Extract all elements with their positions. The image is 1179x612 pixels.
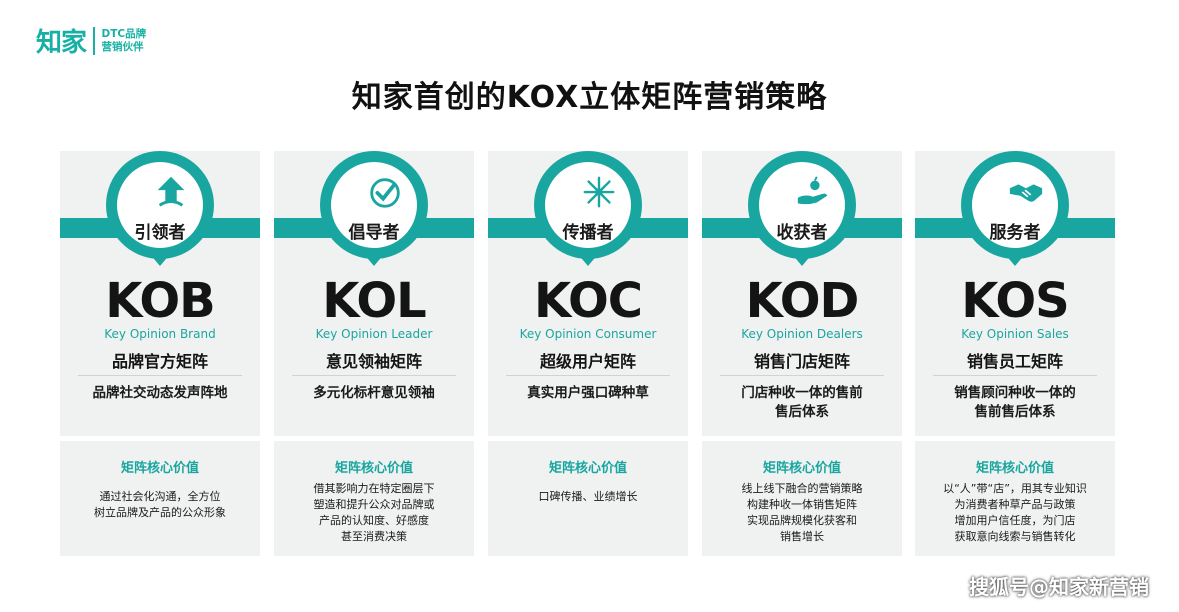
check-target-icon xyxy=(370,178,400,208)
kox-code: KOD xyxy=(745,273,860,329)
hand-harvest-icon xyxy=(797,176,828,205)
core-value-title: 矩阵核心价值 xyxy=(548,461,627,476)
card-kos: 服务者 KOS Key Opinion Sales 销售员工矩阵 销售顾问种收一… xyxy=(915,151,1115,556)
divider xyxy=(933,375,1097,376)
divider xyxy=(292,375,456,376)
role-badge: 收获者 xyxy=(748,151,856,266)
logo-tagline-line1: DTC品牌 xyxy=(101,27,147,40)
core-value-box: 矩阵核心价值 口碑传播、业绩增长 xyxy=(488,441,688,556)
matrix-description: 真实用户强口碑种草 xyxy=(527,385,649,401)
kox-code: KOL xyxy=(322,273,426,329)
role-label: 收获者 xyxy=(776,223,828,243)
kox-english: Key Opinion Sales xyxy=(961,327,1069,341)
core-value-box: 矩阵核心价值 通过社会化沟通，全方位 树立品牌及产品的公众形象 xyxy=(60,441,260,556)
role-label: 传播者 xyxy=(562,223,614,243)
page-title: 知家首创的KOX立体矩阵营销策略 xyxy=(351,80,828,115)
spread-arrows-icon xyxy=(583,176,615,208)
kox-code: KOC xyxy=(533,273,643,329)
core-value-box: 矩阵核心价值 借其影响力在特定圈层下 塑造和提升公众对品牌或 产品的认知度、好感… xyxy=(274,441,474,556)
role-label: 服务者 xyxy=(989,223,1041,243)
kox-english: Key Opinion Leader xyxy=(315,327,433,341)
card-kob: 引领者 KOB Key Opinion Brand 品牌官方矩阵 品牌社交动态发… xyxy=(60,151,260,556)
matrix-name: 意见领袖矩阵 xyxy=(325,352,422,371)
kox-code: KOS xyxy=(961,273,1069,329)
logo-wordmark: 知家 xyxy=(36,28,87,58)
core-value-box: 矩阵核心价值 线上线下融合的营销策略 构建种收一体销售矩阵 实现品牌规模化获客和… xyxy=(702,441,902,556)
arrow-up-icon xyxy=(157,176,185,207)
kox-code: KOB xyxy=(105,273,215,329)
core-value-box: 矩阵核心价值 以“人”带“店”，用其专业知识 为消费者种草产品与政策 增加用户信… xyxy=(915,441,1115,556)
kox-english: Key Opinion Brand xyxy=(104,327,216,341)
logo-tagline: DTC品牌 营销伙伴 xyxy=(102,28,147,54)
card-kod: 收获者 KOD Key Opinion Dealers 销售门店矩阵 门店种收一… xyxy=(702,151,902,556)
matrix-name: 超级用户矩阵 xyxy=(539,352,636,371)
core-value-text: 以“人”带“店”，用其专业知识 为消费者种草产品与政策 增加用户信任度，为门店 … xyxy=(943,482,1087,543)
core-value-title: 矩阵核心价值 xyxy=(120,461,199,476)
card-kol: 倡导者 KOL Key Opinion Leader 意见领袖矩阵 多元化标杆意… xyxy=(274,151,474,556)
logo-tagline-line2: 营销伙伴 xyxy=(101,40,144,53)
core-value-text: 口碑传播、业绩增长 xyxy=(538,490,638,503)
matrix-name: 销售门店矩阵 xyxy=(753,352,850,371)
role-badge: 引领者 xyxy=(106,151,214,266)
divider xyxy=(506,375,670,376)
core-value-text: 通过社会化沟通，全方位 树立品牌及产品的公众形象 xyxy=(94,490,226,519)
matrix-description: 门店种收一体的售前 售后体系 xyxy=(741,385,863,420)
core-value-text: 借其影响力在特定圈层下 塑造和提升公众对品牌或 产品的认知度、好感度 甚至消费决… xyxy=(313,482,435,543)
matrix-description: 品牌社交动态发声阵地 xyxy=(92,385,228,401)
kox-english: Key Opinion Dealers xyxy=(741,327,863,341)
divider xyxy=(720,375,884,376)
matrix-description: 销售顾问种收一体的 售前售后体系 xyxy=(954,385,1076,420)
card-koc: 传播者 KOC Key Opinion Consumer 超级用户矩阵 真实用户… xyxy=(488,151,688,556)
brand-logo: 知家 DTC品牌 营销伙伴 xyxy=(36,22,146,59)
divider xyxy=(78,375,242,376)
source-watermark: 搜狐号@知家新营销 xyxy=(969,575,1149,599)
kox-english: Key Opinion Consumer xyxy=(519,327,657,341)
matrix-name: 品牌官方矩阵 xyxy=(111,352,208,371)
logo-divider xyxy=(93,26,95,55)
handshake-icon xyxy=(1009,184,1043,202)
matrix-description: 多元化标杆意见领袖 xyxy=(313,385,435,401)
core-value-title: 矩阵核心价值 xyxy=(975,461,1054,476)
core-value-title: 矩阵核心价值 xyxy=(762,461,841,476)
matrix-name: 销售员工矩阵 xyxy=(966,352,1063,371)
role-label: 引领者 xyxy=(134,223,186,243)
role-label: 倡导者 xyxy=(348,223,400,243)
core-value-text: 线上线下融合的营销策略 构建种收一体销售矩阵 实现品牌规模化获客和 销售增长 xyxy=(741,482,863,543)
core-value-title: 矩阵核心价值 xyxy=(334,461,413,476)
role-badge: 传播者 xyxy=(534,151,642,266)
role-badge: 服务者 xyxy=(961,151,1069,266)
role-badge: 倡导者 xyxy=(320,151,428,266)
